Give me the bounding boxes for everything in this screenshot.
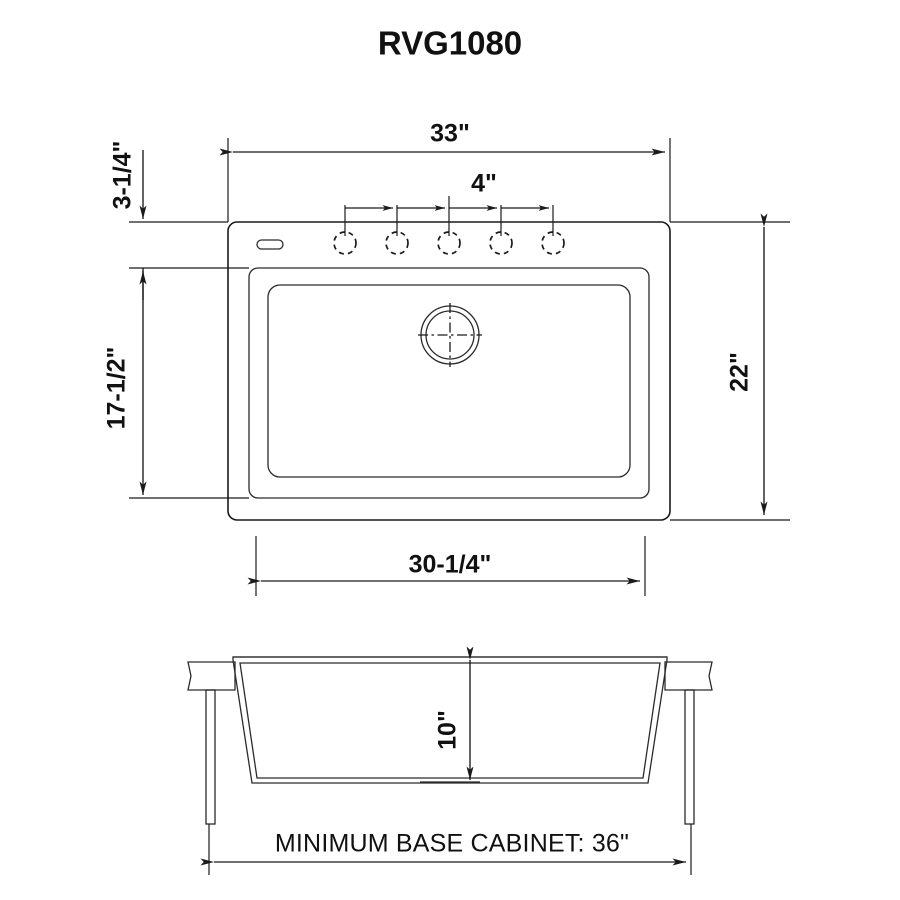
note-min-base-cabinet: MINIMUM BASE CABINET: 36" xyxy=(275,830,629,858)
clip-bolt-right xyxy=(684,689,695,825)
dimension-min-base-cabinet: MINIMUM BASE CABINET: 36" xyxy=(200,824,692,875)
dimension-overall-width: 33" xyxy=(219,120,671,222)
faucet-hole-2 xyxy=(385,231,409,255)
top-view-sink xyxy=(227,221,671,521)
dimension-deck-front-offset: 3-1/4" xyxy=(109,141,249,300)
dim-label-faucet-spacing: 4" xyxy=(471,170,497,198)
basin-inner-wall xyxy=(239,662,661,779)
sink-deck-outline xyxy=(227,221,671,521)
dim-label-overall-depth: 22" xyxy=(726,352,754,392)
faucet-hole-3 xyxy=(437,231,461,255)
clip-flange-left xyxy=(187,661,236,691)
clip-flange-right xyxy=(664,661,713,691)
dimension-overall-depth: 22" xyxy=(670,213,790,521)
faucet-hole-1 xyxy=(333,231,357,255)
dim-label-bowl-depth: 17-1/2" xyxy=(103,347,131,430)
dimension-faucet-spacing: 4" xyxy=(344,170,554,236)
sink-basin-inner xyxy=(267,284,631,478)
cross-section-view: 10" MINIMUM BASE CABINET: 36" xyxy=(187,646,713,875)
faucet-hole-5 xyxy=(541,231,565,255)
page-title: RVG1080 xyxy=(378,25,522,62)
dim-label-basin-depth: 10" xyxy=(434,710,462,750)
mounting-clip-left xyxy=(187,661,236,825)
dimension-basin-depth: 10" xyxy=(434,646,474,780)
drain-opening xyxy=(418,303,482,367)
dim-label-bowl-width: 30-1/4" xyxy=(409,551,492,579)
dimension-bowl-width: 30-1/4" xyxy=(247,536,646,596)
clip-bolt-left xyxy=(205,689,216,825)
faucet-hole-4 xyxy=(489,231,513,255)
mounting-clip-right xyxy=(664,661,713,825)
dim-label-deck-front-offset: 3-1/4" xyxy=(109,141,137,210)
drain-outer-ring xyxy=(420,305,480,365)
sink-bowl-rim xyxy=(248,267,650,499)
dimension-bowl-depth: 17-1/2" xyxy=(103,268,249,499)
dim-label-overall-width: 33" xyxy=(430,120,470,148)
overflow-slot-icon xyxy=(256,239,284,250)
